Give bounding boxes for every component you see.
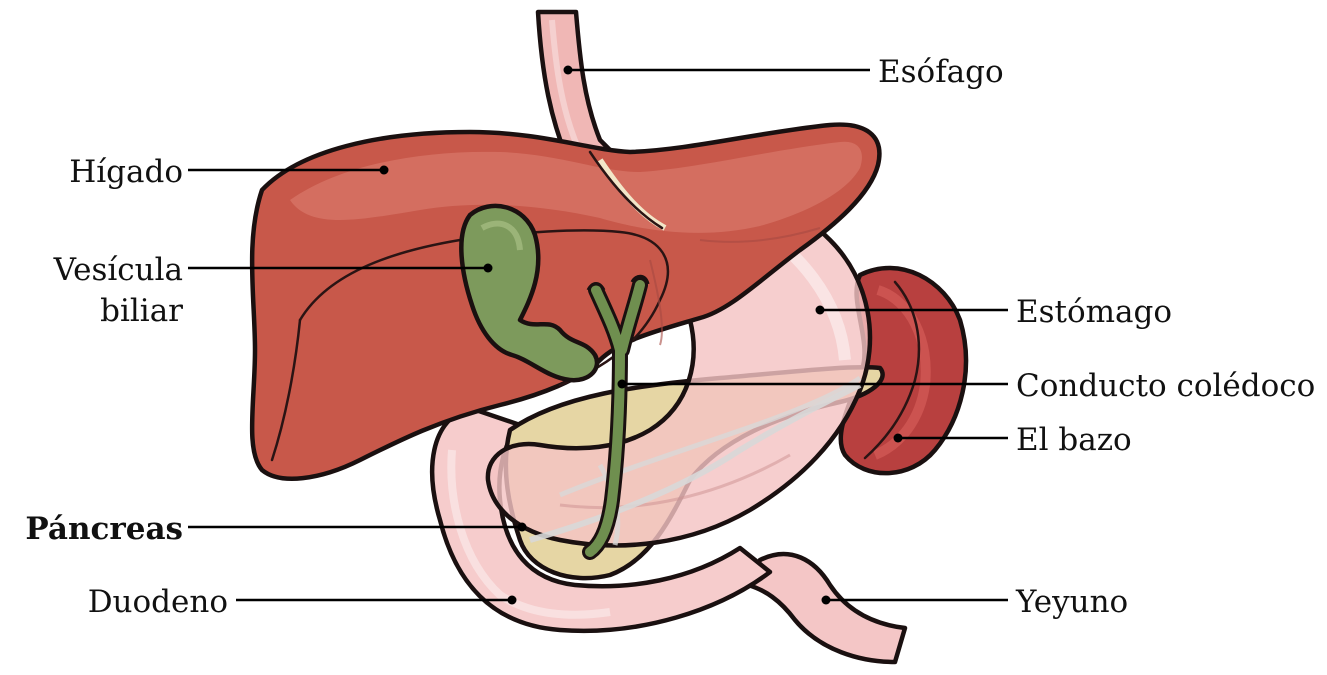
leader-dot-duodeno: [508, 596, 517, 605]
leader-dot-vesicula: [484, 264, 493, 273]
leader-dot-higado: [380, 166, 389, 175]
label-text-duodeno: Duodeno: [88, 584, 228, 620]
label-text-estomago: Estómago: [1016, 294, 1172, 330]
label-text-yeyuno: Yeyuno: [1015, 584, 1128, 620]
label-text-esofago: Esófago: [878, 54, 1004, 90]
label-yeyuno: Yeyuno: [822, 584, 1129, 620]
leader-dot-pancreas: [518, 523, 527, 532]
label-text-vesicula-line2: biliar: [100, 293, 183, 329]
leader-dot-yeyuno: [822, 596, 831, 605]
label-text-bazo: El bazo: [1016, 422, 1132, 458]
leader-dot-estomago: [816, 306, 825, 315]
label-text-conducto: Conducto colédoco: [1016, 368, 1315, 404]
label-duodeno: Duodeno: [88, 584, 517, 620]
leader-dot-bazo: [894, 434, 903, 443]
leader-dot-conducto: [618, 380, 627, 389]
label-esofago: Esófago: [564, 54, 1004, 90]
leader-dot-esofago: [564, 66, 573, 75]
esophagus-shape: [538, 12, 612, 156]
label-text-vesicula-line1: Vesícula: [53, 252, 183, 288]
label-text-higado: Hígado: [69, 154, 183, 190]
jejunum-shape: [748, 554, 905, 662]
label-text-pancreas: Páncreas: [25, 511, 183, 547]
